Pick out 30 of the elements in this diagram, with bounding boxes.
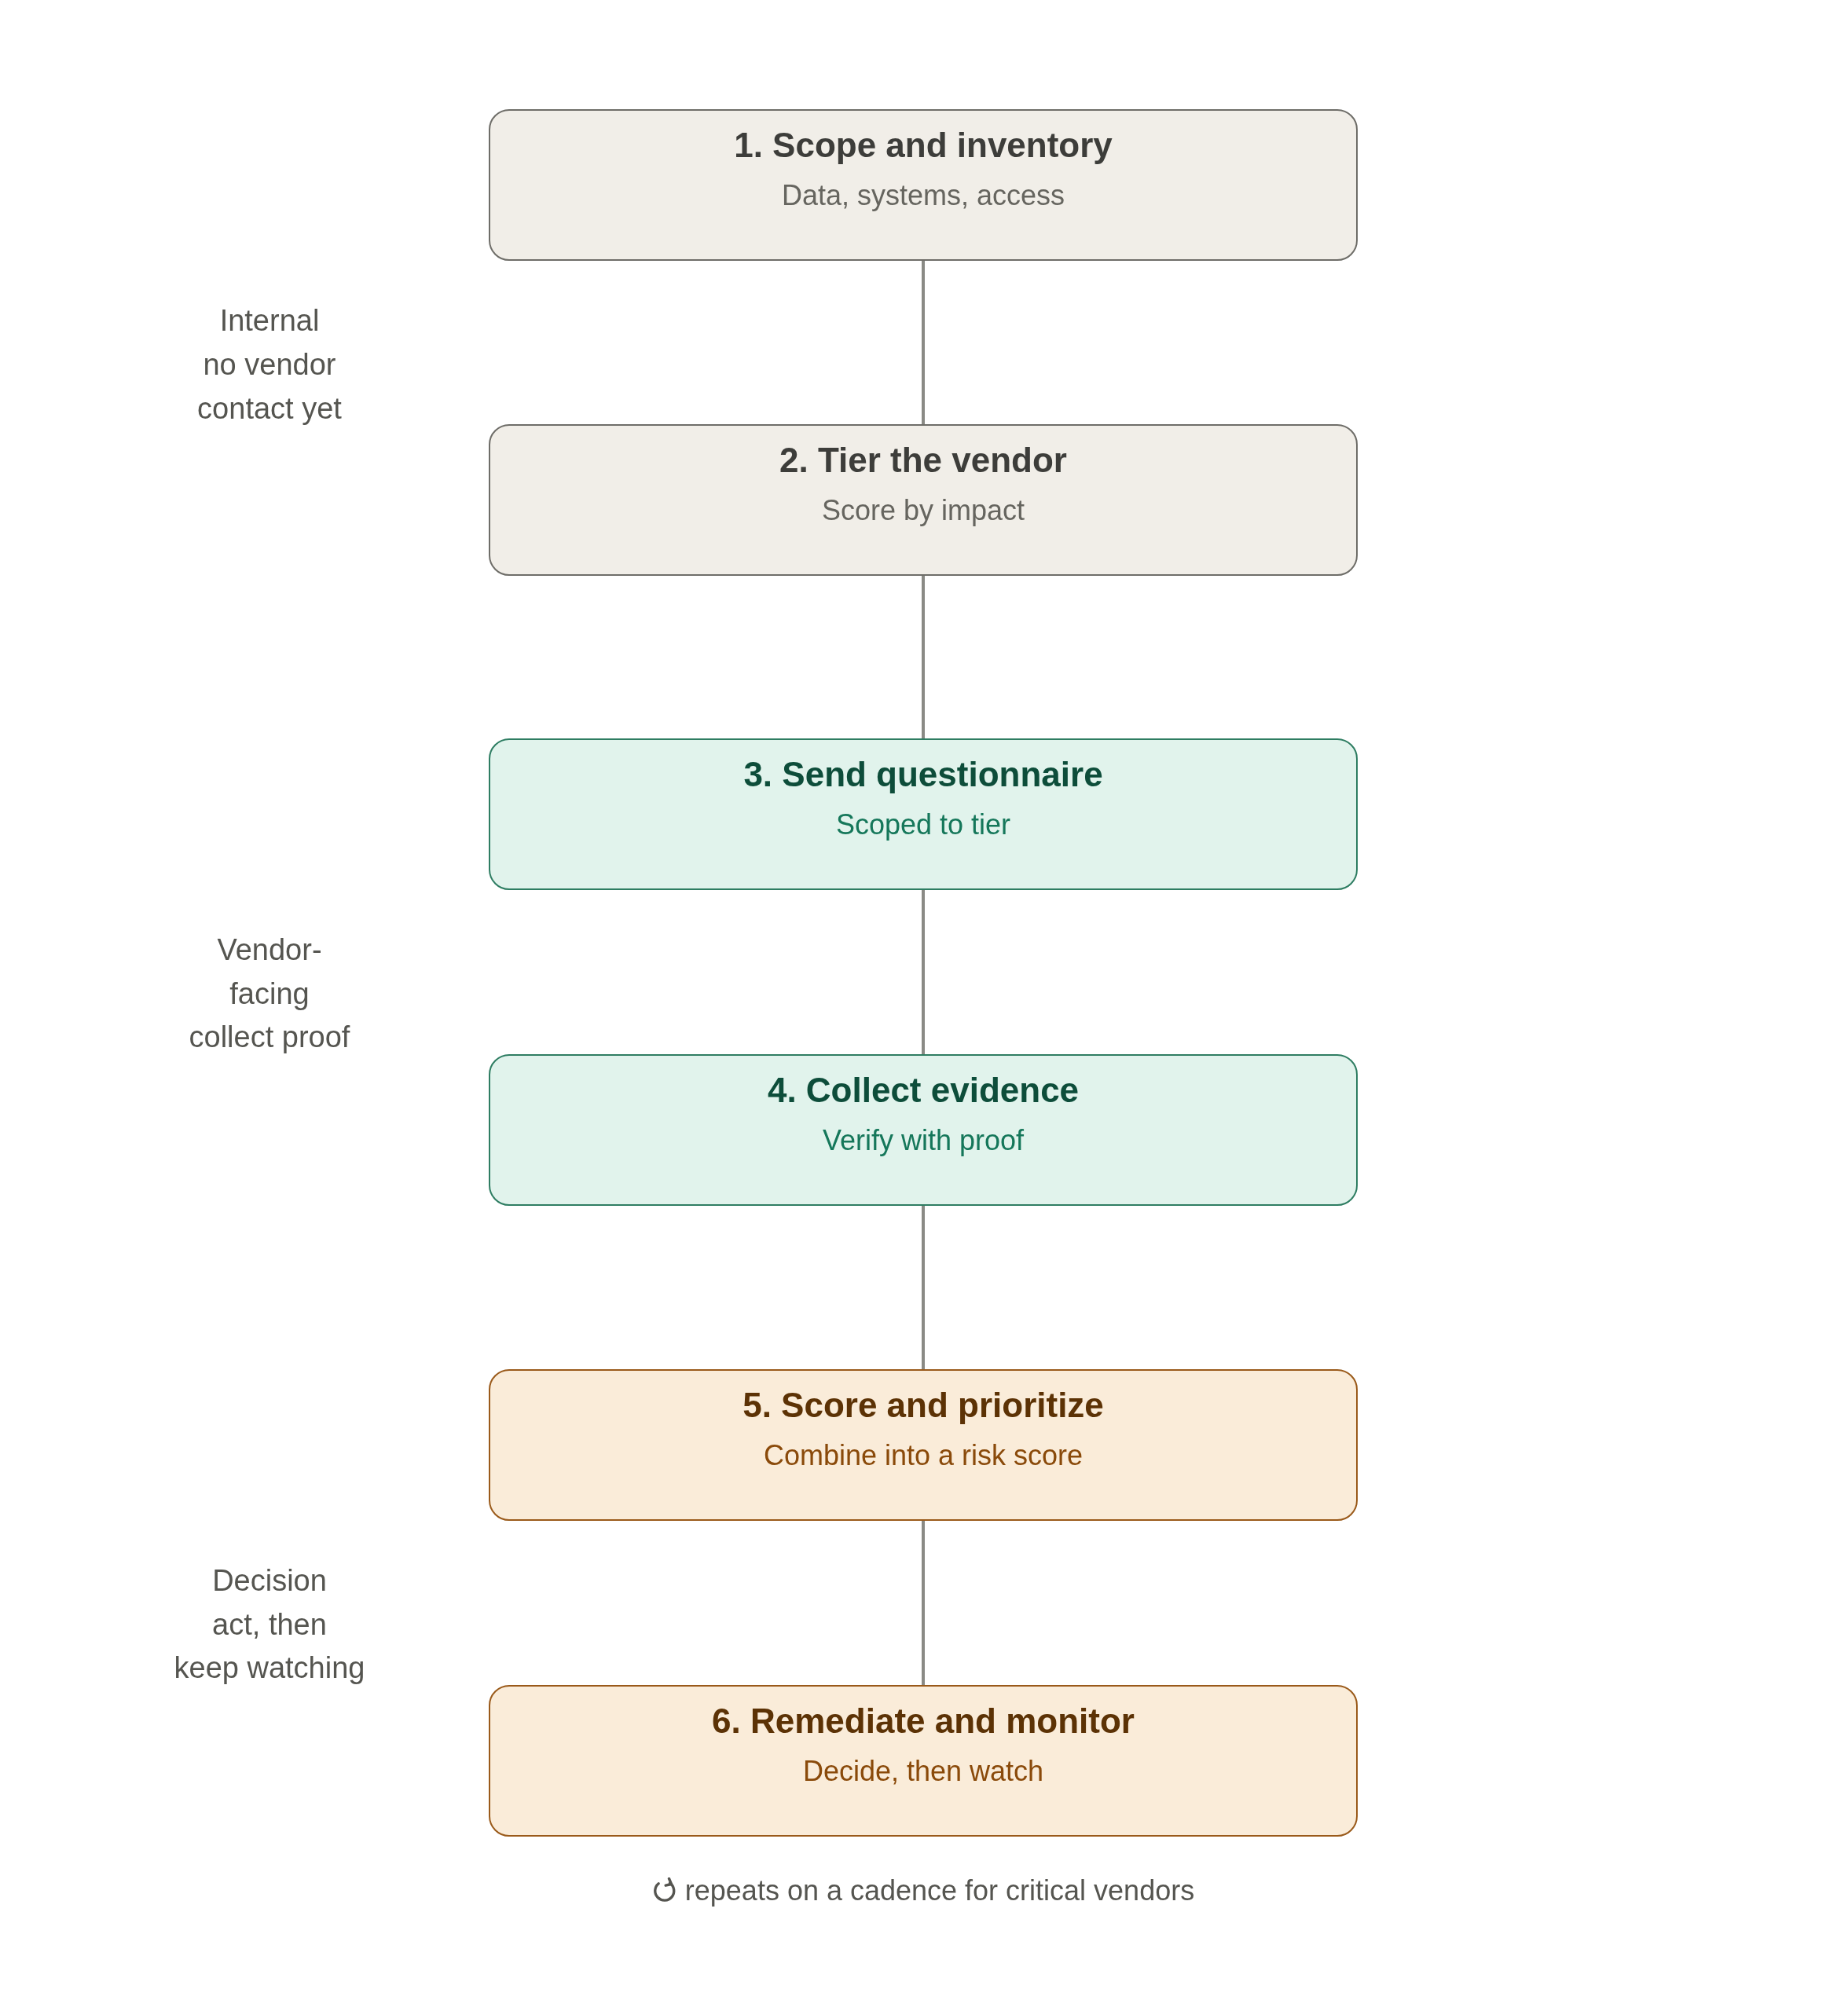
phase-note: keep watching [174,1650,365,1686]
connector-line [922,576,925,738]
step-description: Score by impact [821,493,1025,528]
step-description: Decide, then watch [802,1754,1044,1789]
step-title: 6. Remediate and monitor [712,1701,1135,1742]
phase-note: act, then [212,1607,327,1643]
process-box [489,738,1358,890]
step-title: 5. Score and prioritize [742,1385,1104,1426]
connector-line [922,1206,925,1369]
connector-line [922,890,925,1054]
step-title: 2. Tier the vendor [779,440,1067,481]
phase-note: Internal [219,303,320,339]
process-box [489,109,1358,261]
step-description: Data, systems, access [781,178,1065,213]
process-box [489,424,1358,576]
connector-line [922,261,925,424]
phase-note: no vendor contact yet [196,347,343,427]
step-description: Verify with proof [822,1123,1025,1158]
phase-note: collect proof [189,1020,350,1055]
footnote-text: repeats on a cadence for critical vendors [684,1874,1195,1908]
step-title: 4. Collect evidence [767,1070,1080,1111]
process-box [489,1685,1358,1837]
phase-note: Decision [212,1563,327,1599]
process-box [489,1054,1358,1206]
step-title: 3. Send questionnaire [743,754,1103,795]
step-description: Scoped to tier [835,808,1011,842]
step-title: 1. Scope and inventory [734,125,1113,166]
process-box [489,1369,1358,1521]
step-description: Combine into a risk score [763,1438,1084,1473]
connector-line [922,1521,925,1685]
